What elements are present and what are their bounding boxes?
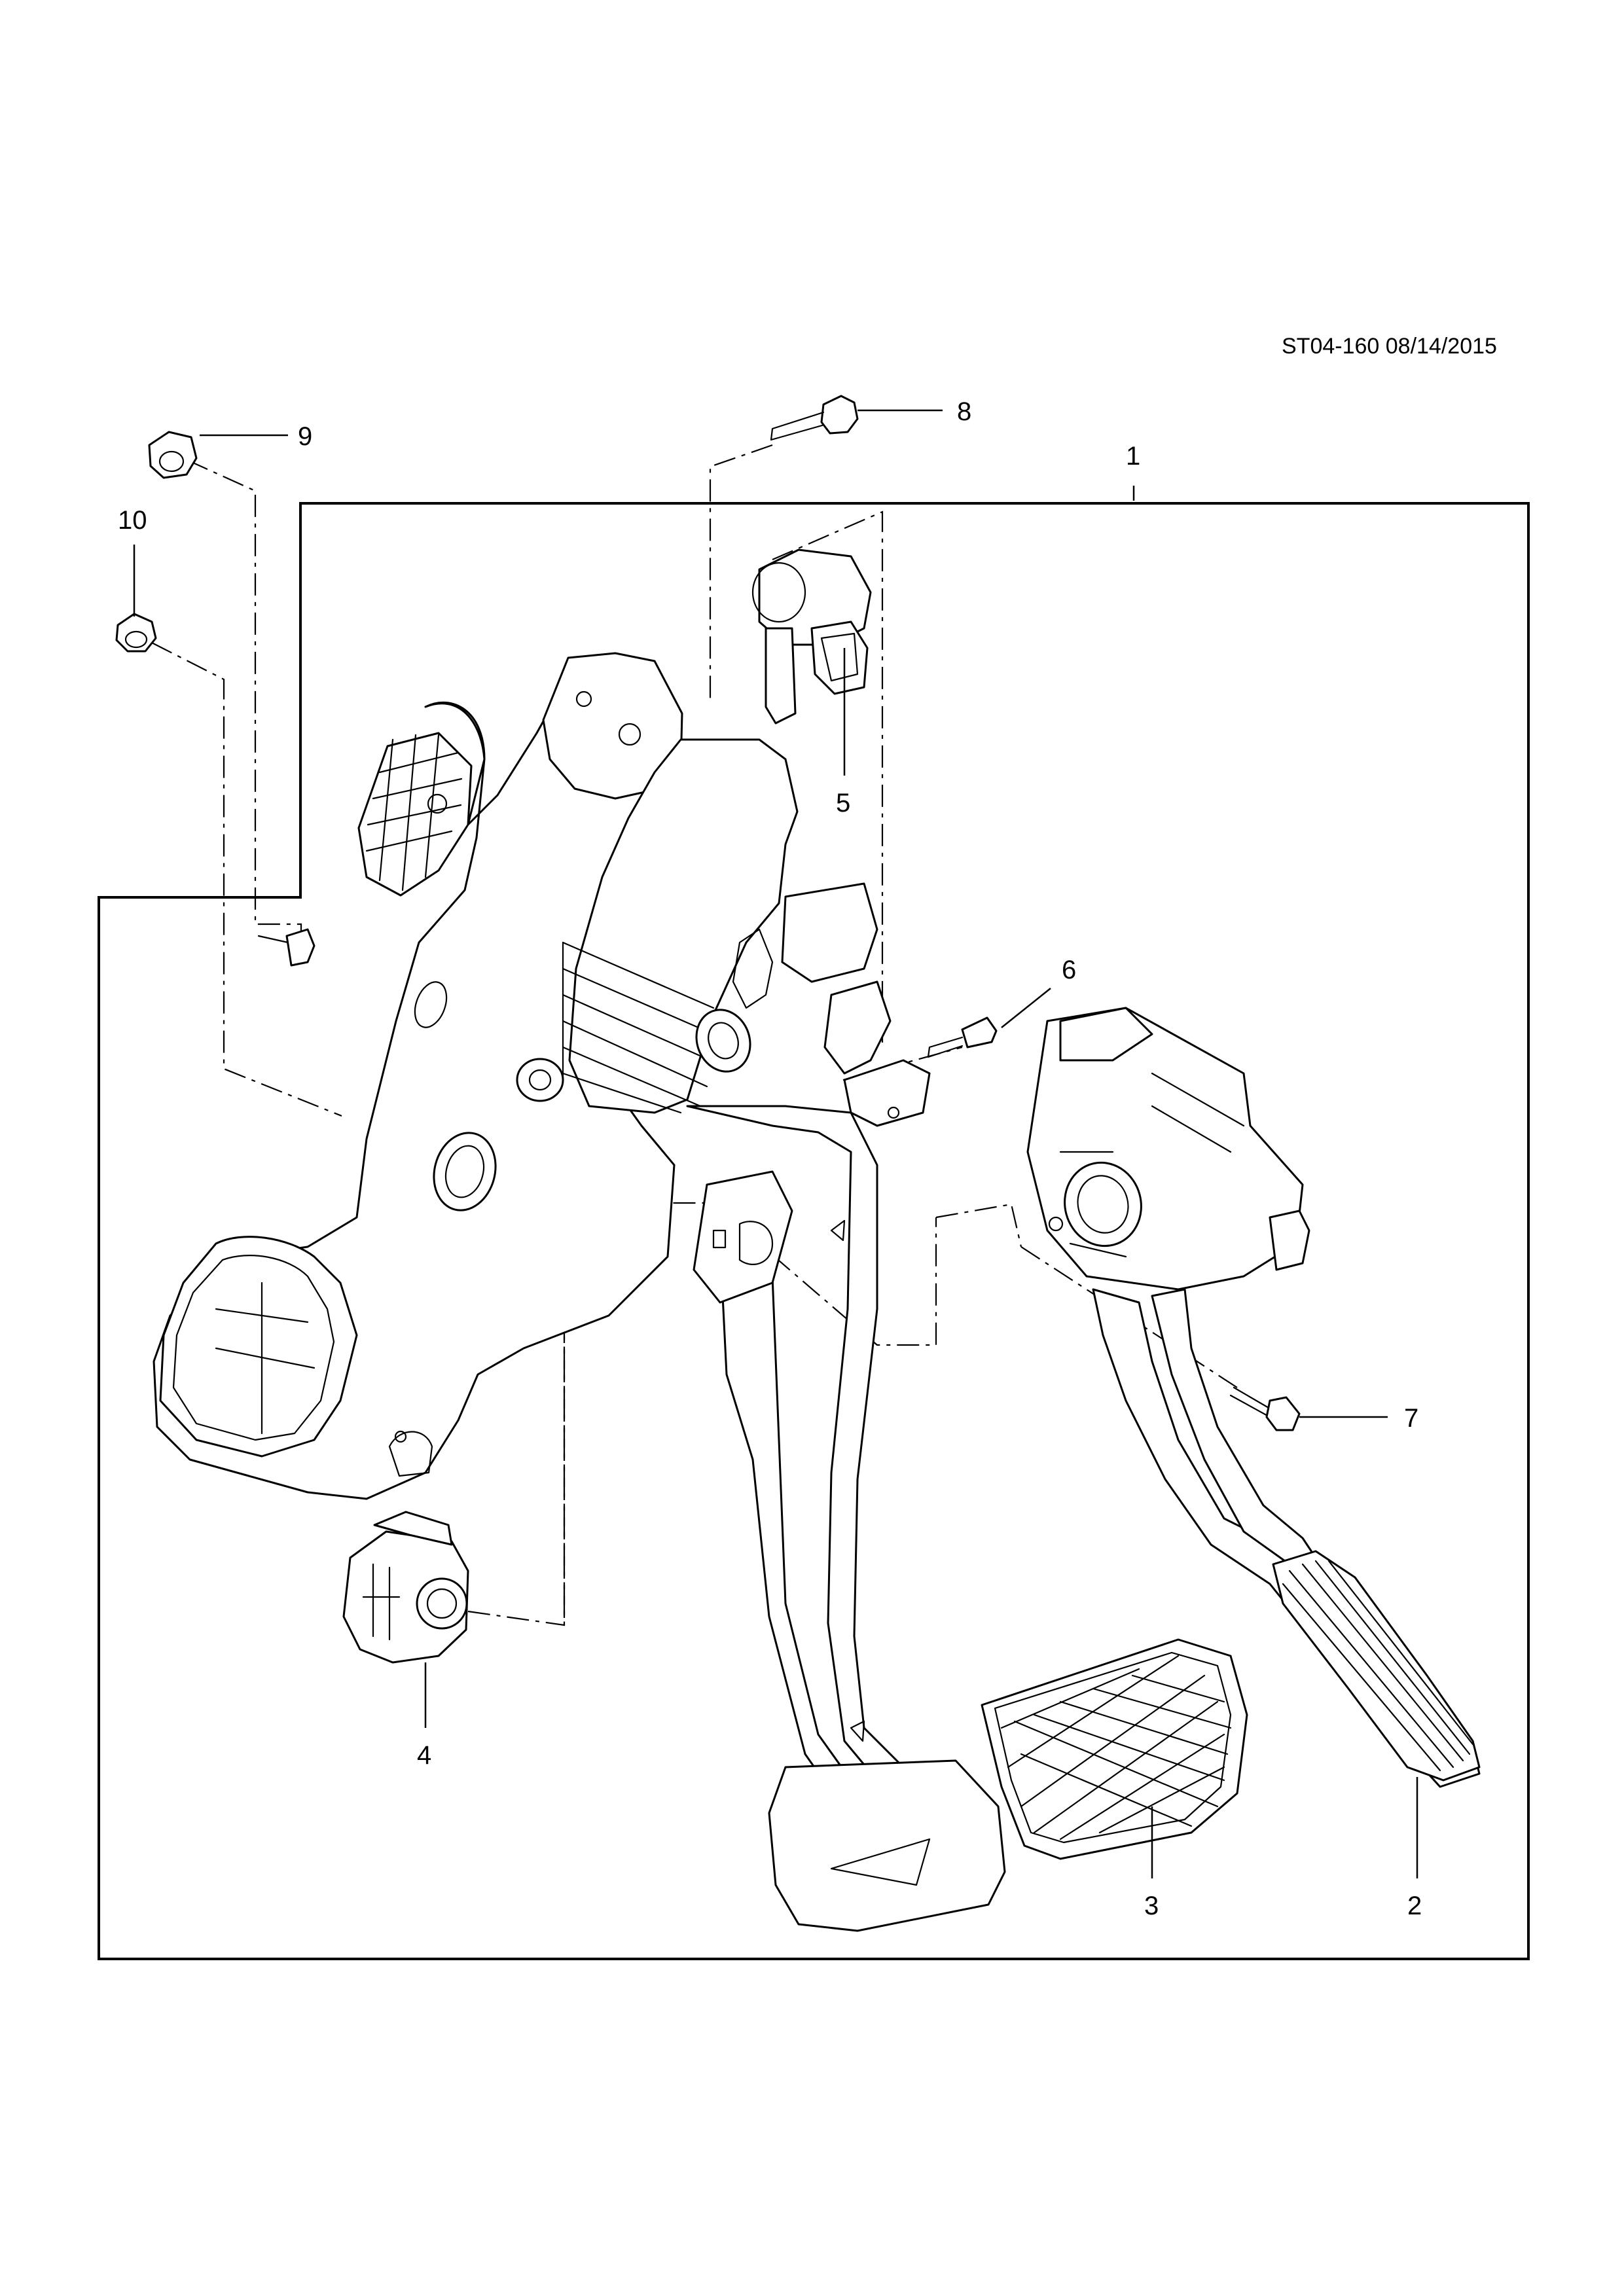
bolt-part-8 [770, 395, 859, 441]
pedal-bracket [153, 652, 683, 1500]
brake-pad-cover [981, 1638, 1248, 1860]
part-label-3: 3 [1144, 1892, 1159, 1920]
part-label-6: 6 [1062, 956, 1076, 984]
part-label-2: 2 [1407, 1892, 1422, 1920]
leader-lines [133, 409, 1418, 1878]
part-label-10: 10 [118, 506, 147, 535]
part-labels: 1 2 3 4 5 6 7 8 9 10 [118, 397, 1422, 1920]
bolt-part-7 [1229, 1386, 1301, 1431]
part-label-4: 4 [417, 1741, 431, 1770]
part-label-5: 5 [836, 789, 850, 817]
part-label-8: 8 [957, 397, 971, 426]
brake-pedal-arm [516, 738, 1006, 1932]
sensor-part [751, 548, 872, 725]
nut-part-10 [115, 613, 157, 653]
nut-part-9 [148, 431, 198, 479]
reference-code: ST04-160 08/14/2015 [1282, 334, 1497, 359]
part-label-1: 1 [1126, 442, 1140, 471]
part-label-7: 7 [1404, 1404, 1418, 1433]
switch-part [342, 1511, 469, 1664]
accelerator-pedal [1026, 1007, 1481, 1788]
part-label-9: 9 [298, 422, 312, 451]
screw-part-6 [927, 1016, 998, 1058]
assembly-frame [98, 502, 1530, 1960]
